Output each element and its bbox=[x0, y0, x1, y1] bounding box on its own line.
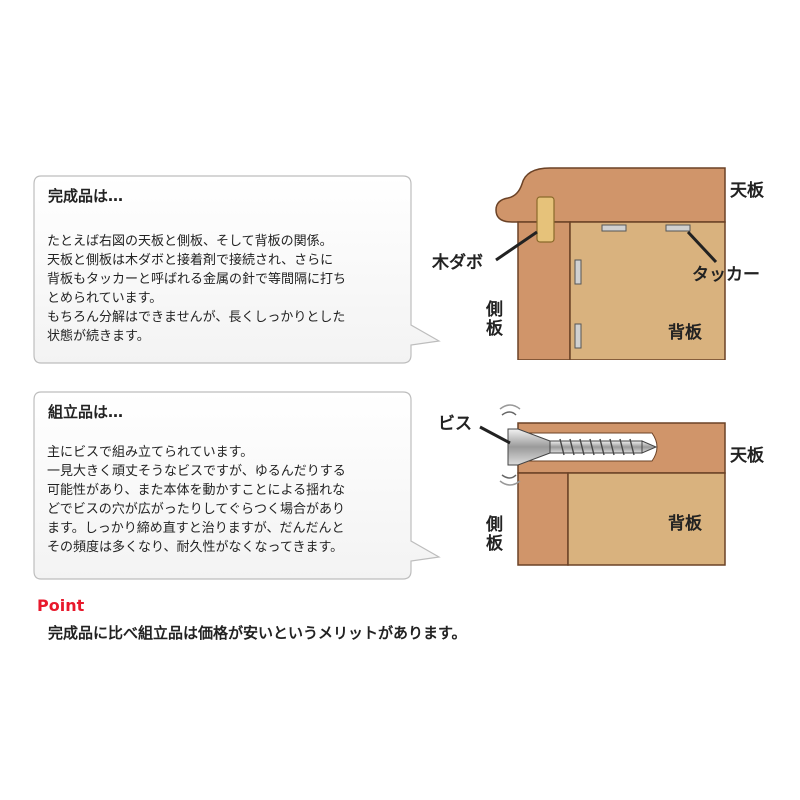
finished-product-description: たとえば右図の天板と側板、そして背板の関係。 天板と側板は木ダボと接着剤で接続さ… bbox=[47, 232, 346, 346]
text-line: どでビスの穴が広がったりしてぐらつく場合があり bbox=[47, 502, 345, 517]
tacker-staple bbox=[574, 323, 582, 349]
text-line: 背板もタッカーと呼ばれる金属の針で等間隔に打ち bbox=[47, 272, 347, 287]
side-board-label: 側板 bbox=[482, 299, 504, 338]
wobble-mark-top bbox=[499, 404, 521, 410]
finished-product-bubble: 完成品は… たとえば右図の天板と側板、そして背板の関係。 天板と側板は木ダボと接… bbox=[33, 175, 443, 367]
wood-dowel bbox=[536, 196, 555, 243]
finished-product-diagram: 天板 木ダボ タッカー 背板 側板 bbox=[431, 167, 765, 360]
wobble-mark-top bbox=[501, 411, 517, 416]
back-board-label: 背板 bbox=[668, 322, 703, 343]
dowel-leader-line bbox=[495, 230, 538, 262]
text-line: とめられています。 bbox=[47, 291, 163, 306]
assembled-product-description: 主にビスで組み立てられています。 一見大きく頑丈そうなビスですが、ゆるんだりする… bbox=[47, 443, 346, 557]
wobble-mark-bottom bbox=[499, 480, 521, 486]
text-line: その頻度は多くなり、耐久性がなくなってきます。 bbox=[47, 540, 344, 555]
tacker-staple bbox=[574, 259, 582, 285]
side-board-label: 側板 bbox=[482, 514, 504, 553]
assembled-product-bubble: 組立品は… 主にビスで組み立てられています。 一見大きく頑丈そうなビスですが、ゆ… bbox=[33, 391, 443, 583]
text-line: たとえば右図の天板と側板、そして背板の関係。 bbox=[47, 234, 333, 249]
back-board-label: 背板 bbox=[668, 513, 703, 534]
tacker-staple bbox=[601, 224, 627, 232]
tacker-leader-line bbox=[686, 230, 718, 264]
assembled-product-diagram: ビス 天板 背板 側板 bbox=[438, 404, 765, 566]
top-board-label: 天板 bbox=[730, 180, 765, 201]
assembled-product-title: 組立品は… bbox=[48, 403, 124, 421]
side-board bbox=[517, 472, 569, 566]
finished-product-title: 完成品は… bbox=[48, 187, 124, 205]
point-text: 完成品に比べ組立品は価格が安いというメリットがあります。 bbox=[48, 624, 467, 642]
top-board bbox=[495, 167, 726, 223]
text-line: 一見大きく頑丈そうなビスですが、ゆるんだりする bbox=[47, 464, 346, 479]
dowel-label: 木ダボ bbox=[431, 252, 483, 273]
text-line: 主にビスで組み立てられています。 bbox=[47, 445, 254, 460]
screw-icon bbox=[507, 428, 658, 466]
side-board bbox=[517, 221, 571, 360]
text-line: ます。しっかり締め直すと治りますが、だんだんと bbox=[47, 521, 345, 536]
tacker-label: タッカー bbox=[692, 265, 760, 285]
bubble-frame bbox=[33, 391, 441, 580]
text-line: 可能性があり、また本体を動かすことによる揺れな bbox=[47, 483, 346, 498]
text-line: もちろん分解はできませんが、長くしっかりとした bbox=[47, 310, 346, 325]
text-line: 天板と側板は木ダボと接着剤で接続され、さらに bbox=[47, 253, 334, 268]
tacker-staple bbox=[665, 224, 691, 232]
screw-label: ビス bbox=[438, 414, 472, 434]
back-board bbox=[567, 472, 726, 566]
text-line: 状態が続きます。 bbox=[47, 329, 150, 344]
screw-leader-line bbox=[479, 425, 511, 445]
top-board-label: 天板 bbox=[730, 445, 765, 466]
point-label: Point bbox=[37, 596, 85, 615]
wobble-mark-bottom bbox=[501, 474, 517, 479]
bubble-frame bbox=[33, 175, 441, 364]
